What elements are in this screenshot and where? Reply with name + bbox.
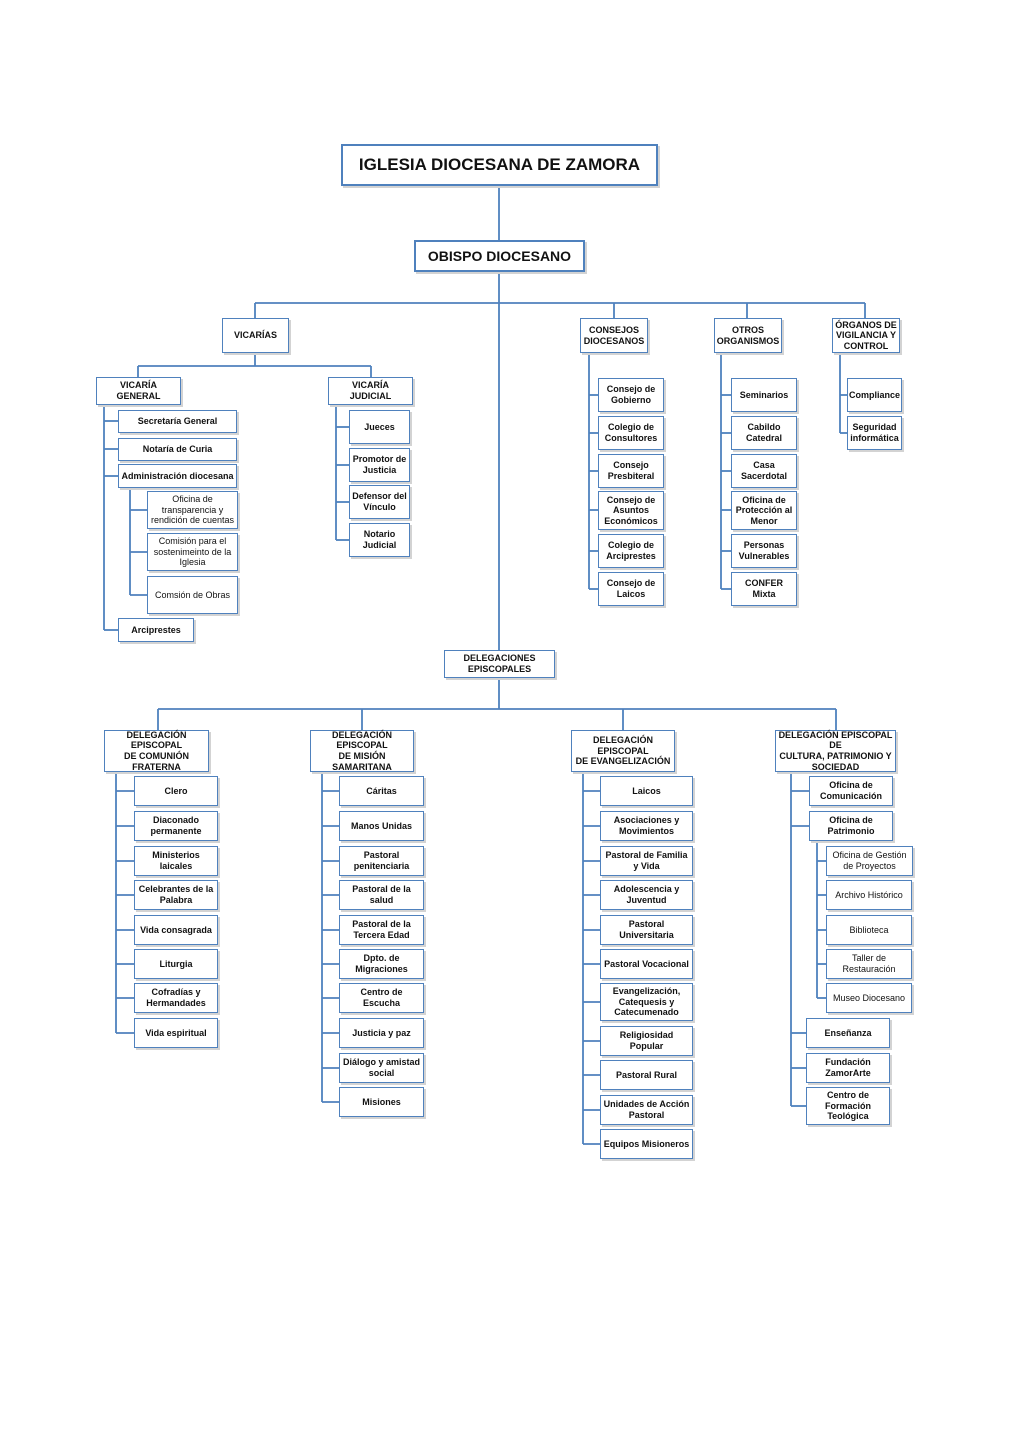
personas-vulnerables-box: Personas Vulnerables — [731, 534, 797, 568]
pastoral-penitenciaria-box: Pastoral penitenciaria — [339, 846, 424, 876]
secretaria-general-box: Secretaría General — [118, 410, 237, 433]
consejo-presbiteral-box: Consejo Presbiteral — [598, 454, 664, 488]
colegio-consultores-box: Colegio de Consultores — [598, 416, 664, 450]
consejo-laicos-box: Consejo de Laicos — [598, 572, 664, 606]
asociaciones-box: Asociaciones y Movimientos — [600, 811, 693, 841]
oficina-patrimonio-box: Oficina de Patrimonio — [809, 811, 893, 841]
delegacion-cultura-box: DELEGACIÓN EPISCOPAL DE CULTURA, PATRIMO… — [775, 730, 896, 772]
title-box: IGLESIA DIOCESANA DE ZAMORA — [341, 144, 658, 186]
bishop-box: OBISPO DIOCESANO — [414, 240, 585, 272]
notario-judicial-box: Notario Judicial — [349, 523, 410, 557]
consejos-diocesanos-box: CONSEJOS DIOCESANOS — [580, 318, 648, 353]
dialogo-amistad-box: Diálogo y amistad social — [339, 1053, 424, 1083]
laicos-box: Laicos — [600, 776, 693, 806]
promotor-justicia-box: Promotor de Justicia — [349, 448, 410, 482]
delegacion-evangelizacion-box: DELEGACIÓN EPISCOPAL DE EVANGELIZACIÓN — [571, 730, 675, 772]
delegacion-mision-box: DELEGACIÓN EPISCOPAL DE MISIÓN SAMARITAN… — [310, 730, 414, 772]
otros-organismos-box: OTROS ORGANISMOS — [714, 318, 782, 353]
centro-formacion-box: Centro de Formación Teológica — [806, 1087, 890, 1125]
delegaciones-episcopales-box: DELEGACIONES EPISCOPALES — [444, 650, 555, 678]
pastoral-tercera-edad-box: Pastoral de la Tercera Edad — [339, 915, 424, 945]
equipos-misioneros-box: Equipos Misioneros — [600, 1129, 693, 1159]
misiones-box: Misiones — [339, 1087, 424, 1117]
delegacion-comunion-box: DELEGACIÓN EPISCOPAL DE COMUNIÓN FRATERN… — [104, 730, 209, 772]
oficina-comunicacion-box: Oficina de Comunicación — [809, 776, 893, 806]
notaria-curia-box: Notaría de Curia — [118, 438, 237, 461]
catequesis-box: Evangelización, Catequesis y Catecumenad… — [600, 983, 693, 1021]
comision-sostenimiento-box: Comisión para el sostenimeinto de la Igl… — [147, 533, 238, 571]
manos-unidas-box: Manos Unidas — [339, 811, 424, 841]
defensor-vinculo-box: Defensor del Vínculo — [349, 485, 410, 519]
unidades-accion-box: Unidades de Acción Pastoral — [600, 1095, 693, 1125]
vida-consagrada-box: Vida consagrada — [134, 915, 218, 945]
administracion-box: Administración diocesana — [118, 464, 237, 488]
organos-vigilancia-box: ÓRGANOS DE VIGILANCIA Y CONTROL — [832, 318, 900, 353]
proteccion-menor-box: Oficina de Protección al Menor — [731, 491, 797, 530]
oficina-transparencia-box: Oficina de transparencia y rendición de … — [147, 491, 238, 529]
ministerios-laicales-box: Ministerios laicales — [134, 846, 218, 876]
diaconado-box: Diaconado permanente — [134, 811, 218, 841]
liturgia-box: Liturgia — [134, 949, 218, 979]
pastoral-vocacional-box: Pastoral Vocacional — [600, 949, 693, 979]
seguridad-informatica-box: Seguridad informática — [847, 416, 902, 450]
biblioteca-box: Biblioteca — [826, 915, 912, 945]
vida-espiritual-box: Vida espiritual — [134, 1018, 218, 1048]
comision-obras-box: Comsión de Obras — [147, 576, 238, 614]
justicia-paz-box: Justicia y paz — [339, 1018, 424, 1048]
adolescencia-box: Adolescencia y Juventud — [600, 880, 693, 910]
cabildo-catedral-box: Cabildo Catedral — [731, 416, 797, 450]
pastoral-salud-box: Pastoral de la salud — [339, 880, 424, 910]
consejo-asuntos-economicos-box: Consejo de Asuntos Económicos — [598, 491, 664, 530]
gestion-proyectos-box: Oficina de Gestión de Proyectos — [826, 846, 913, 876]
pastoral-familia-box: Pastoral de Familia y Vida — [600, 846, 693, 876]
caritas-box: Cáritas — [339, 776, 424, 806]
arciprestes-box: Arciprestes — [118, 618, 194, 642]
consejo-gobierno-box: Consejo de Gobierno — [598, 378, 664, 412]
compliance-box: Compliance — [847, 378, 902, 412]
vicaria-judicial-box: VICARÍA JUDICIAL — [328, 377, 413, 405]
fundacion-zamorarte-box: Fundación ZamorArte — [806, 1053, 890, 1083]
colegio-arciprestes-box: Colegio de Arciprestes — [598, 534, 664, 568]
migraciones-box: Dpto. de Migraciones — [339, 949, 424, 979]
pastoral-rural-box: Pastoral Rural — [600, 1060, 693, 1090]
ensenanza-box: Enseñanza — [806, 1018, 890, 1048]
jueces-box: Jueces — [349, 410, 410, 444]
celebrantes-palabra-box: Celebrantes de la Palabra — [134, 880, 218, 910]
museo-diocesano-box: Museo Diocesano — [826, 983, 912, 1013]
cofradias-box: Cofradías y Hermandades — [134, 983, 218, 1013]
religiosidad-popular-box: Religiosidad Popular — [600, 1026, 693, 1056]
pastoral-universitaria-box: Pastoral Universitaria — [600, 915, 693, 945]
vicarias-box: VICARÍAS — [222, 318, 289, 353]
casa-sacerdotal-box: Casa Sacerdotal — [731, 454, 797, 488]
archivo-historico-box: Archivo Histórico — [826, 880, 912, 910]
centro-escucha-box: Centro de Escucha — [339, 983, 424, 1013]
vicaria-general-box: VICARÍA GENERAL — [96, 377, 181, 405]
taller-restauracion-box: Taller de Restauración — [826, 949, 912, 979]
seminarios-box: Seminarios — [731, 378, 797, 412]
confer-mixta-box: CONFER Mixta — [731, 572, 797, 606]
clero-box: Clero — [134, 776, 218, 806]
